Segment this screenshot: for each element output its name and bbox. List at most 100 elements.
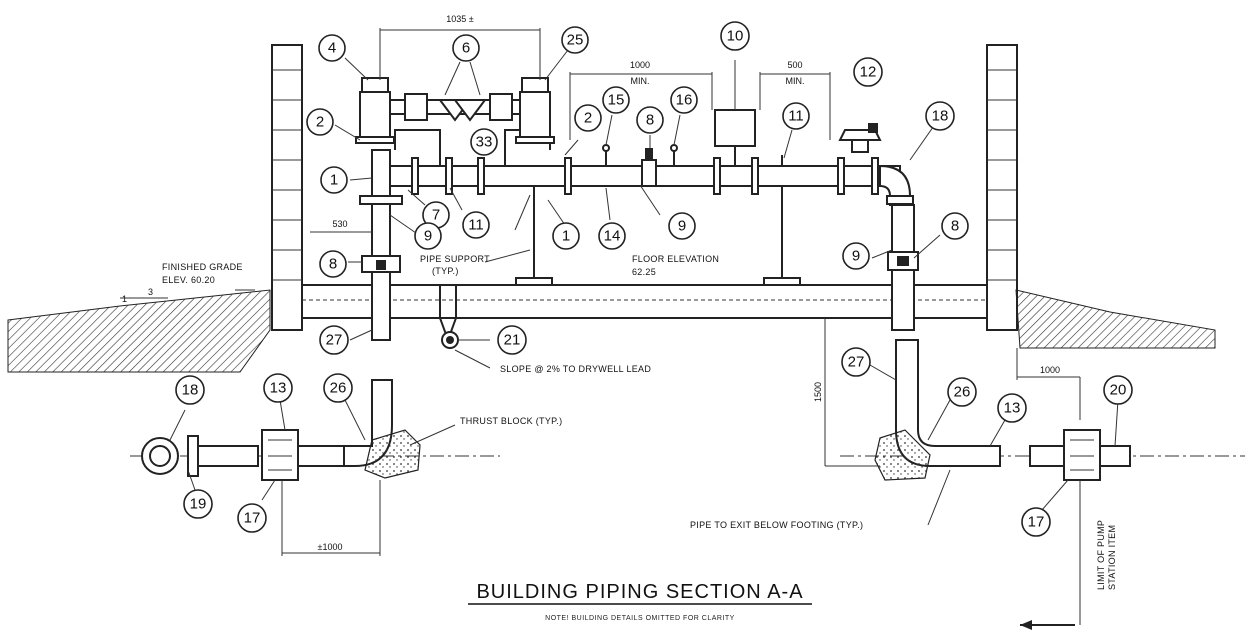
callout-27b: 27 (841, 347, 871, 377)
drawing-subtitle: NOTE! BUILDING DETAILS OMITTED FOR CLARI… (545, 615, 735, 622)
callout-11b: 11 (462, 211, 490, 239)
main-header-pipe (379, 164, 914, 206)
dim-min-1: MIN. (631, 76, 650, 86)
floor-slab (302, 284, 987, 319)
slope-note: SLOPE @ 2% TO DRYWELL LEAD (500, 364, 651, 374)
svg-text:33: 33 (476, 134, 493, 151)
dim-vertical-1500: 1500 (813, 382, 823, 402)
callout-2b: 2 (574, 104, 602, 132)
right-riser (887, 204, 919, 331)
dim-right-1000: 1000 (1040, 365, 1060, 375)
svg-text:8: 8 (646, 112, 654, 129)
finished-grade-label: FINISHED GRADE (162, 262, 243, 272)
svg-text:1: 1 (330, 172, 338, 189)
dim-530: 530 (332, 219, 347, 229)
callout-16: 16 (670, 86, 698, 114)
svg-text:10: 10 (727, 28, 744, 45)
drawing-title: BUILDING PIPING SECTION A-A (476, 581, 803, 603)
callout-8c: 8 (941, 212, 969, 240)
dim-min-2: MIN. (786, 76, 805, 86)
svg-text:11: 11 (788, 108, 804, 125)
wall-right (986, 44, 1018, 331)
pipe-support-label: PIPE SUPPORT (420, 254, 490, 264)
pipe-support-typ: (TYP.) (432, 266, 459, 276)
svg-text:17: 17 (244, 510, 261, 527)
dim-top-span: 1035 ± (446, 14, 474, 24)
svg-text:11: 11 (468, 217, 484, 234)
svg-text:12: 12 (860, 64, 877, 81)
callout-4: 4 (318, 34, 346, 62)
air-valve (838, 123, 882, 153)
left-riser (359, 149, 403, 341)
callout-9c: 9 (842, 242, 870, 270)
wall-left (271, 44, 303, 331)
svg-text:8: 8 (951, 218, 959, 235)
thrust-block-label: THRUST BLOCK (TYP.) (460, 416, 562, 426)
dim-500-min: 500 (787, 60, 802, 70)
callout-bubbles: 4 6 25 10 12 2 33 2 15 8 16 11 18 1 7 11… (175, 21, 1133, 537)
dim-1000-min: 1000 (630, 60, 650, 70)
svg-text:7: 7 (432, 207, 440, 224)
callout-2a: 2 (306, 108, 334, 136)
callout-33: 33 (470, 128, 498, 156)
callout-11a: 11 (782, 102, 810, 130)
svg-text:16: 16 (676, 92, 693, 109)
slope-ratio-side: 1 (122, 294, 127, 304)
svg-text:15: 15 (608, 92, 625, 109)
upper-manifold (355, 77, 555, 166)
callout-15: 15 (602, 86, 630, 114)
svg-text:2: 2 (584, 110, 592, 127)
svg-text:18: 18 (182, 382, 199, 399)
ground-right (1015, 289, 1216, 349)
svg-text:13: 13 (270, 380, 287, 397)
svg-text:9: 9 (678, 218, 686, 235)
svg-text:26: 26 (954, 384, 971, 401)
callout-8b: 8 (319, 250, 347, 278)
callout-8a: 8 (636, 106, 664, 134)
svg-text:9: 9 (424, 228, 432, 245)
leader-lines (169, 49, 1119, 526)
floor-elevation-label: FLOOR ELEVATION (632, 254, 719, 264)
callout-18b: 18 (175, 375, 205, 405)
svg-text:1: 1 (562, 228, 570, 245)
callout-21: 21 (497, 325, 527, 355)
callout-26a: 26 (323, 373, 353, 403)
callout-1a: 1 (320, 166, 348, 194)
callout-17a: 17 (237, 503, 267, 533)
finished-grade-elev: ELEV. 60.20 (162, 275, 215, 285)
svg-text:26: 26 (330, 380, 347, 397)
callout-9b: 9 (668, 212, 696, 240)
svg-text:27: 27 (326, 332, 343, 349)
pipe-supports (515, 186, 801, 286)
slope-ratio-top: 3 (148, 287, 153, 297)
pipe-exit-label: PIPE TO EXIT BELOW FOOTING (TYP.) (690, 520, 863, 530)
svg-text:9: 9 (852, 248, 860, 265)
svg-text:14: 14 (604, 228, 621, 245)
callout-20: 20 (1103, 375, 1133, 405)
limit-line-1: LIMIT OF PUMP (1096, 520, 1106, 590)
callout-18a: 18 (925, 101, 955, 131)
annotation-text: 1035 ± 1000 MIN. 500 MIN. 530 ±1000 1000… (122, 14, 1117, 622)
meter-box (714, 60, 756, 166)
callout-1b: 1 (552, 222, 580, 250)
callout-25: 25 (561, 26, 589, 54)
callout-13a: 13 (263, 373, 293, 403)
callout-27a: 27 (319, 325, 349, 355)
svg-text:19: 19 (190, 496, 207, 513)
svg-text:17: 17 (1028, 514, 1045, 531)
callout-17b: 17 (1021, 507, 1051, 537)
svg-text:6: 6 (462, 40, 470, 57)
lower-left-piping (130, 379, 500, 481)
callout-26b: 26 (947, 377, 977, 407)
dim-bottom-1000: ±1000 (318, 542, 343, 552)
floor-elevation-value: 62.25 (632, 267, 656, 277)
dimension-lines (120, 28, 1081, 630)
svg-text:2: 2 (316, 114, 324, 131)
lower-right-piping (840, 339, 1245, 481)
callout-9a: 9 (414, 222, 442, 250)
svg-text:25: 25 (567, 32, 584, 49)
svg-text:4: 4 (328, 40, 336, 57)
callout-13b: 13 (997, 393, 1027, 423)
svg-text:8: 8 (329, 256, 337, 273)
